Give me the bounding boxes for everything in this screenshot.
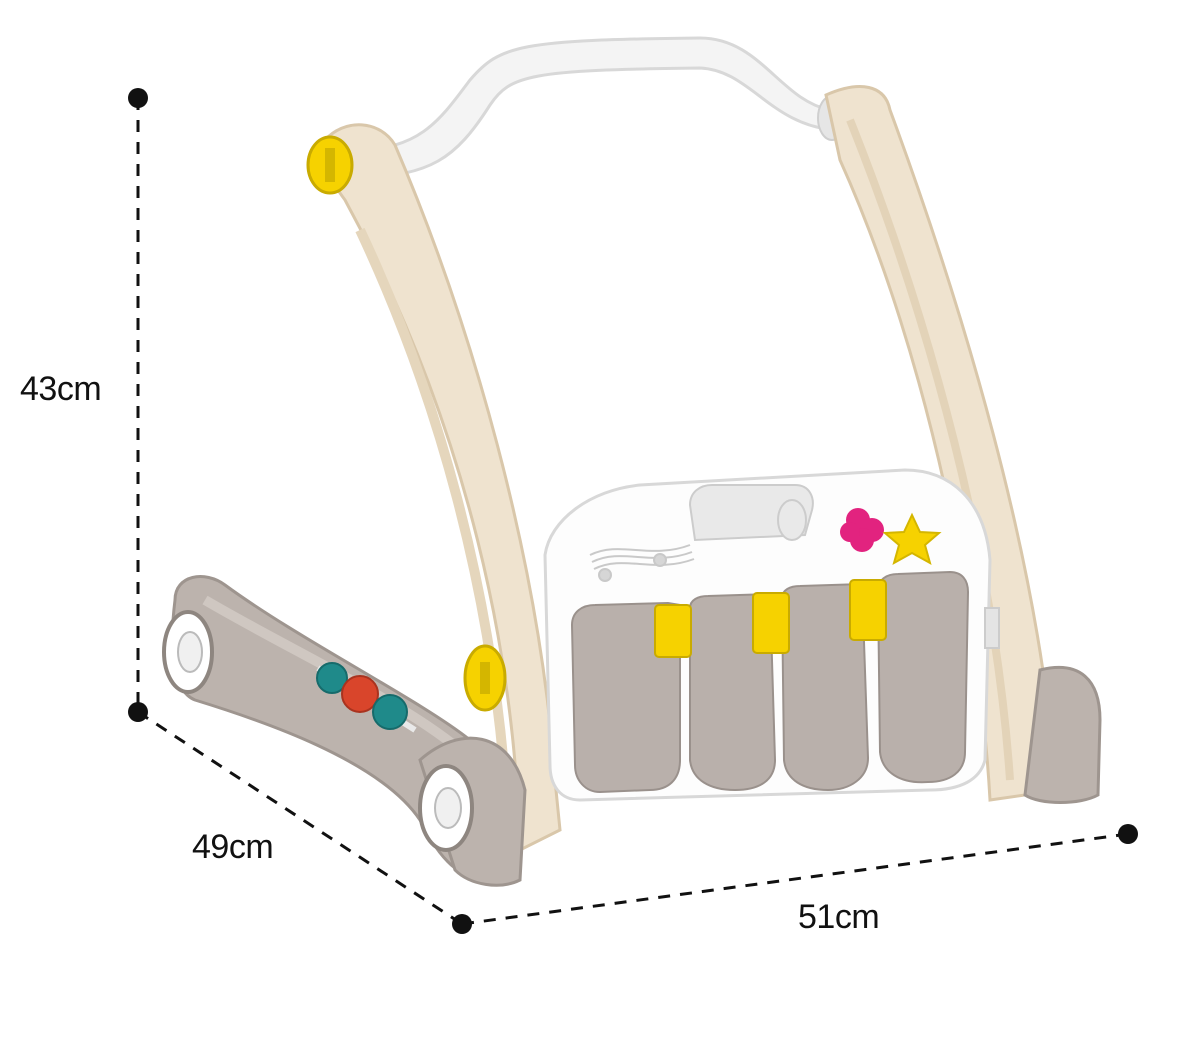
height-label: 43cm	[20, 370, 102, 408]
right-wheel	[1023, 665, 1102, 804]
width-dimension-line	[461, 832, 1129, 926]
piano-key-3	[780, 582, 870, 792]
star-icon	[882, 512, 942, 566]
yellow-keys	[654, 579, 887, 658]
dimension-lines	[136, 98, 1129, 926]
yellow-key-3	[849, 579, 887, 641]
flower-icon	[840, 508, 884, 552]
piano-keys	[570, 570, 970, 794]
left-frame-arm	[306, 123, 562, 853]
teal-bead-2	[372, 694, 408, 730]
width-label: 51cm	[798, 898, 880, 936]
front-left-wheel	[418, 736, 527, 887]
handle-bar	[353, 36, 847, 180]
endpoint-top	[128, 88, 148, 108]
endpoint-front-right	[1118, 824, 1138, 844]
yellow-knob-top	[306, 135, 354, 195]
piano-key-1	[570, 601, 681, 794]
rear-left-wheel	[162, 610, 214, 694]
teal-bead-1	[316, 662, 348, 694]
bead-toy	[316, 662, 417, 733]
yellow-knob-bottom	[463, 644, 507, 712]
piano-panel	[543, 468, 992, 802]
yellow-key-2	[752, 592, 790, 654]
panel-connector	[777, 499, 1000, 649]
piano-key-4	[876, 570, 970, 784]
red-bead	[341, 675, 379, 713]
endpoint-front-left	[452, 914, 472, 934]
depth-label: 49cm	[192, 828, 274, 866]
endpoint-back-left	[128, 702, 148, 722]
yellow-key-1	[654, 604, 692, 658]
music-note-icon	[589, 544, 695, 582]
dimension-endpoints	[128, 88, 1138, 934]
